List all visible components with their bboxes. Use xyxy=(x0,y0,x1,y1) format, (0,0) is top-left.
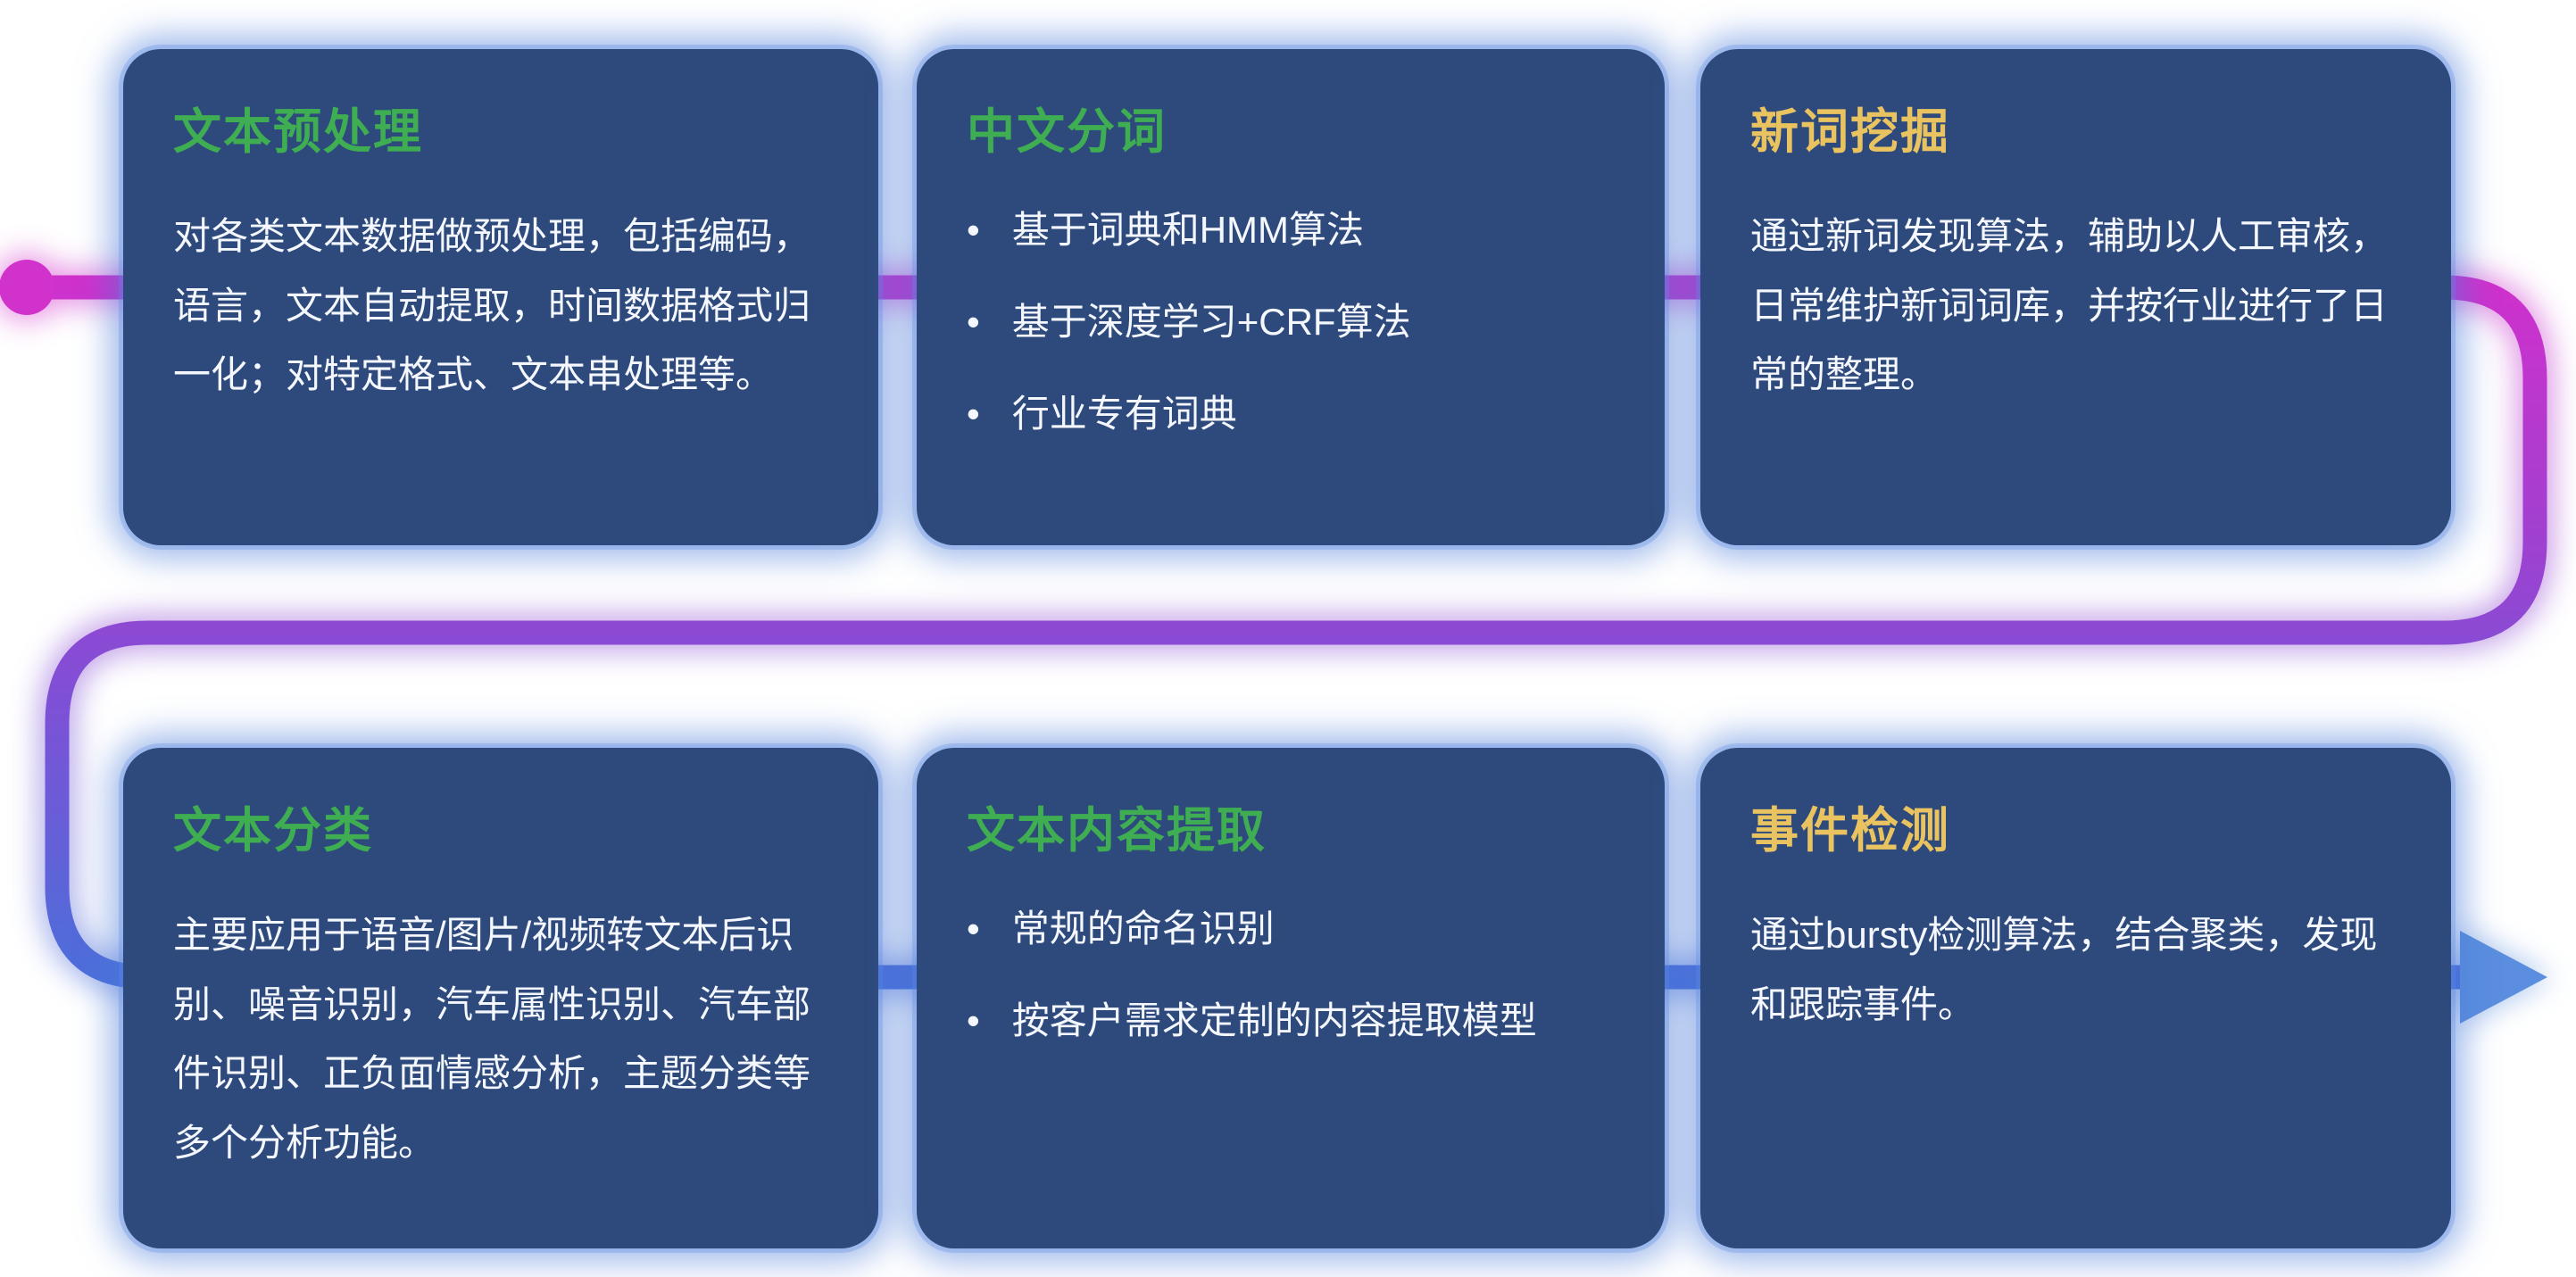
flow-arrow-icon xyxy=(2460,931,2547,1024)
card-text-classification: 文本分类 主要应用于语音/图片/视频转文本后识别、噪音识别，汽车属性识别、汽车部… xyxy=(123,748,878,1248)
bullet-text: 基于词典和HMM算法 xyxy=(1011,209,1365,251)
card-title: 新词挖掘 xyxy=(1750,105,1950,159)
bullet-icon: • xyxy=(967,209,980,251)
card-new-word-mining: 新词挖掘 通过新词发现算法，辅助以人工审核，日常维护新词词库，并按行业进行了日常… xyxy=(1700,49,2451,545)
bullet-text: 按客户需求定制的内容提取模型 xyxy=(1011,999,1537,1041)
card-title: 文本内容提取 xyxy=(967,804,1267,858)
card-body-text: 通过bursty检测算法，结合聚类，发现和跟踪事件。 xyxy=(1750,914,2378,1025)
card-title: 中文分词 xyxy=(967,105,1167,159)
bullet-item: • 常规的命名识别 xyxy=(967,900,1618,957)
card-title: 事件检测 xyxy=(1750,804,1950,858)
bullet-icon: • xyxy=(967,393,980,435)
bullet-icon: • xyxy=(967,301,980,343)
bullet-text: 基于深度学习+CRF算法 xyxy=(1011,301,1411,343)
card-title: 文本分类 xyxy=(173,804,373,858)
card-body-text: 主要应用于语音/图片/视频转文本后识别、噪音识别，汽车属性识别、汽车部件识别、正… xyxy=(173,914,811,1165)
flow-path xyxy=(14,275,2547,990)
bullet-text: 行业专有词典 xyxy=(1011,393,1237,435)
bullet-item: • 基于词典和HMM算法 xyxy=(967,202,1618,258)
bullet-icon: • xyxy=(967,999,980,1041)
bullet-item: • 行业专有词典 xyxy=(967,386,1618,442)
card-body-text: 通过新词发现算法，辅助以人工审核，日常维护新词词库，并按行业进行了日常的整理。 xyxy=(1750,215,2389,396)
card-bullet-list: • 基于词典和HMM算法 • 基于深度学习+CRF算法 • 行业专有词典 xyxy=(967,202,1618,442)
bullet-item: • 按客户需求定制的内容提取模型 xyxy=(967,992,1618,1049)
card-chinese-word-segmentation: 中文分词 • 基于词典和HMM算法 • 基于深度学习+CRF算法 • 行业专有词… xyxy=(917,49,1665,545)
bullet-icon: • xyxy=(967,908,980,949)
card-text-content-extraction: 文本内容提取 • 常规的命名识别 • 按客户需求定制的内容提取模型 xyxy=(917,748,1665,1248)
card-event-detection: 事件检测 通过bursty检测算法，结合聚类，发现和跟踪事件。 xyxy=(1700,748,2451,1248)
card-body-text: 对各类文本数据做预处理，包括编码，语言，文本自动提取，时间数据格式归一化；对特定… xyxy=(173,215,811,396)
card-title: 文本预处理 xyxy=(173,105,423,159)
bullet-text: 常规的命名识别 xyxy=(1011,908,1275,949)
card-bullet-list: • 常规的命名识别 • 按客户需求定制的内容提取模型 xyxy=(967,900,1618,1049)
flow-start-dot xyxy=(0,260,54,315)
card-text-preprocessing: 文本预处理 对各类文本数据做预处理，包括编码，语言，文本自动提取，时间数据格式归… xyxy=(123,49,878,545)
bullet-item: • 基于深度学习+CRF算法 xyxy=(967,294,1618,350)
